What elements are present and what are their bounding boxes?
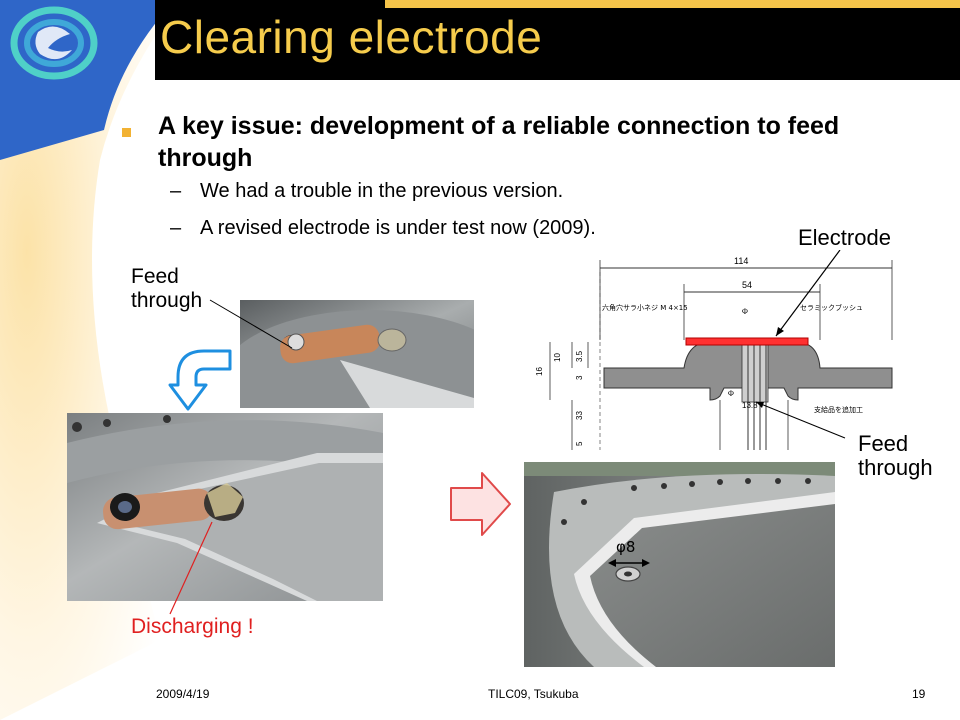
dim-phi-top: Φ <box>742 307 748 316</box>
label-line: through <box>131 289 203 312</box>
sub-bullet-text: We had a trouble in the previous version… <box>200 180 564 202</box>
sub-bullet-text: A revised electrode is under test now (2… <box>200 217 596 239</box>
pointer-line-feedthrough-left <box>209 299 293 349</box>
feed-through-label-right: Feed through <box>858 432 933 480</box>
footer-date: 2009/4/19 <box>156 687 210 701</box>
kek-logo <box>10 6 98 80</box>
photo-feedthrough-top <box>240 300 474 408</box>
dash: – <box>170 180 182 202</box>
right-arrow-icon <box>450 472 511 536</box>
dim-16: 16 <box>535 367 544 376</box>
technical-drawing: 114 54 六角穴サラ小ネジ M 4×15 セラミックブッシュ 支給品を追加工… <box>520 249 900 450</box>
dash: – <box>170 217 182 239</box>
feed-through-label-left: Feed through <box>131 265 202 313</box>
slide-title: Clearing electrode <box>160 11 543 63</box>
photo-discharged-electrode <box>67 413 383 601</box>
pointer-line-discharging <box>169 521 213 615</box>
curved-arrow-icon <box>168 349 232 411</box>
discharging-label: Discharging ! <box>131 615 254 638</box>
dim-10: 10 <box>553 353 562 362</box>
sub-bullet-1: –We had a trouble in the previous versio… <box>170 180 563 203</box>
dim-114: 114 <box>734 256 748 266</box>
dim-3-5: 3.5 <box>575 350 584 362</box>
dim-phi-bottom: Φ <box>728 389 734 398</box>
title-bar <box>155 0 960 80</box>
electrode-label: Electrode <box>798 225 891 250</box>
dim-33: 33 <box>575 411 584 420</box>
dim-54: 54 <box>742 280 752 290</box>
footer-conference: TILC09, Tsukuba <box>488 687 579 701</box>
dim-3: 3 <box>575 375 584 380</box>
label-line: Feed <box>858 431 909 456</box>
label-line: through <box>858 455 933 480</box>
label-line: Feed <box>131 265 179 288</box>
sub-bullet-2: –A revised electrode is under test now (… <box>170 217 596 240</box>
drawing-note-bush: セラミックブッシュ <box>800 303 863 312</box>
phi8-label: φ8 <box>616 538 635 556</box>
photo-revised-electrode: φ8 <box>524 462 835 667</box>
dim-13-8: 13.8 <box>742 401 758 410</box>
dim-5: 5 <box>575 441 584 446</box>
bullet-marker <box>122 128 131 137</box>
drawing-note-screw: 六角穴サラ小ネジ M 4×15 <box>602 303 688 312</box>
main-bullet-text: A key issue: development of a reliable c… <box>158 112 840 172</box>
title-accent-strip <box>385 0 960 8</box>
drawing-note-machining: 支給品を追加工 <box>814 405 863 414</box>
slide-number: 19 <box>912 687 926 701</box>
